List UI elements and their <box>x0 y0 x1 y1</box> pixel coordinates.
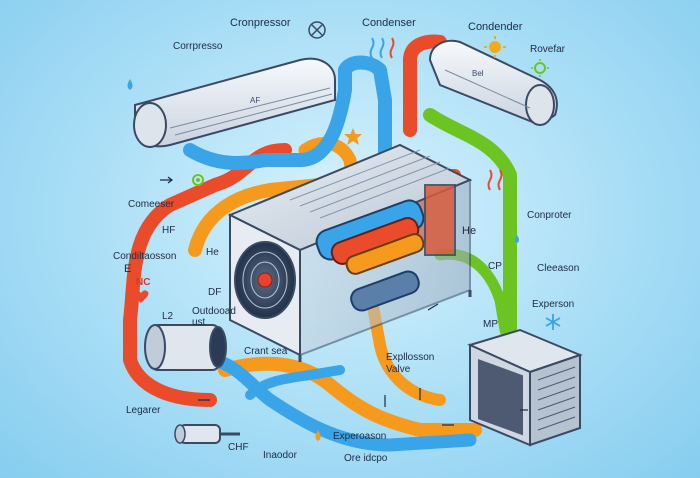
label-outdoor-unit: Outdooad ust <box>192 306 236 328</box>
label-compresso-left: Corrpresso <box>173 41 223 52</box>
label-expansion-bottom: Experoason <box>333 431 387 442</box>
orange-pipe-vertical <box>364 284 446 406</box>
label-expansion-valve: Expllosson Valve <box>386 352 435 375</box>
gear-icon <box>192 174 204 186</box>
label-compreter-right: Conproter <box>527 210 572 221</box>
label-nc: NC <box>136 277 151 288</box>
label-he-left: He <box>206 247 219 258</box>
label-mp: MP <box>483 319 498 330</box>
central-unit <box>227 143 473 362</box>
heat-wave-icon <box>369 37 503 191</box>
heart-icon <box>133 290 149 303</box>
cylinder-tank <box>144 324 227 371</box>
snowflake-icon <box>545 314 561 330</box>
label-compresser-left: Comeeser <box>128 199 175 210</box>
blue-pipe-lower <box>245 365 345 400</box>
label-indoor: Inaodor <box>263 450 297 461</box>
star-icon <box>344 128 362 145</box>
indoor-unit-right <box>428 40 558 127</box>
label-chf: CHF <box>228 442 249 453</box>
label-ore-dcpo: Ore idcpo <box>344 453 388 464</box>
label-crant-sea: Crant sea <box>244 346 288 357</box>
label-experson: Experson <box>532 299 575 310</box>
label-he-right: He <box>462 225 477 237</box>
label-condender-right: Condender <box>468 21 523 33</box>
label-rowefar: Rovefar <box>530 44 566 55</box>
label-cp: CP <box>488 261 502 272</box>
blue-pipe-bottom <box>193 353 477 452</box>
sun-icon <box>484 36 506 58</box>
arrow-icons <box>160 176 528 426</box>
orange-pipe-bottom <box>218 356 482 437</box>
label-cleason: Cleeason <box>537 263 580 274</box>
orange-pipe-left <box>188 178 327 257</box>
label-e-letter: E <box>124 263 132 275</box>
small-valve <box>174 424 240 444</box>
fan-sketch-icon <box>308 21 326 39</box>
label-conditioning: Condiltaosson <box>113 251 177 262</box>
label-compressor-top: Cronpressor <box>230 17 291 29</box>
label-unit-af: AF <box>250 96 261 105</box>
red-pipe-top <box>403 34 447 137</box>
label-hf: HF <box>162 225 176 236</box>
sun-icon-green <box>531 59 549 77</box>
label-df: DF <box>208 287 222 298</box>
label-l2: L2 <box>162 311 174 322</box>
drop-icon <box>127 79 519 441</box>
outdoor-unit-right <box>467 328 583 447</box>
blue-pipe-top <box>183 55 392 187</box>
label-unit-bf: Bel <box>472 69 484 78</box>
label-legarer: Legarer <box>126 405 161 416</box>
label-condenser-top: Condenser <box>362 17 416 29</box>
indoor-unit-left <box>133 57 336 148</box>
